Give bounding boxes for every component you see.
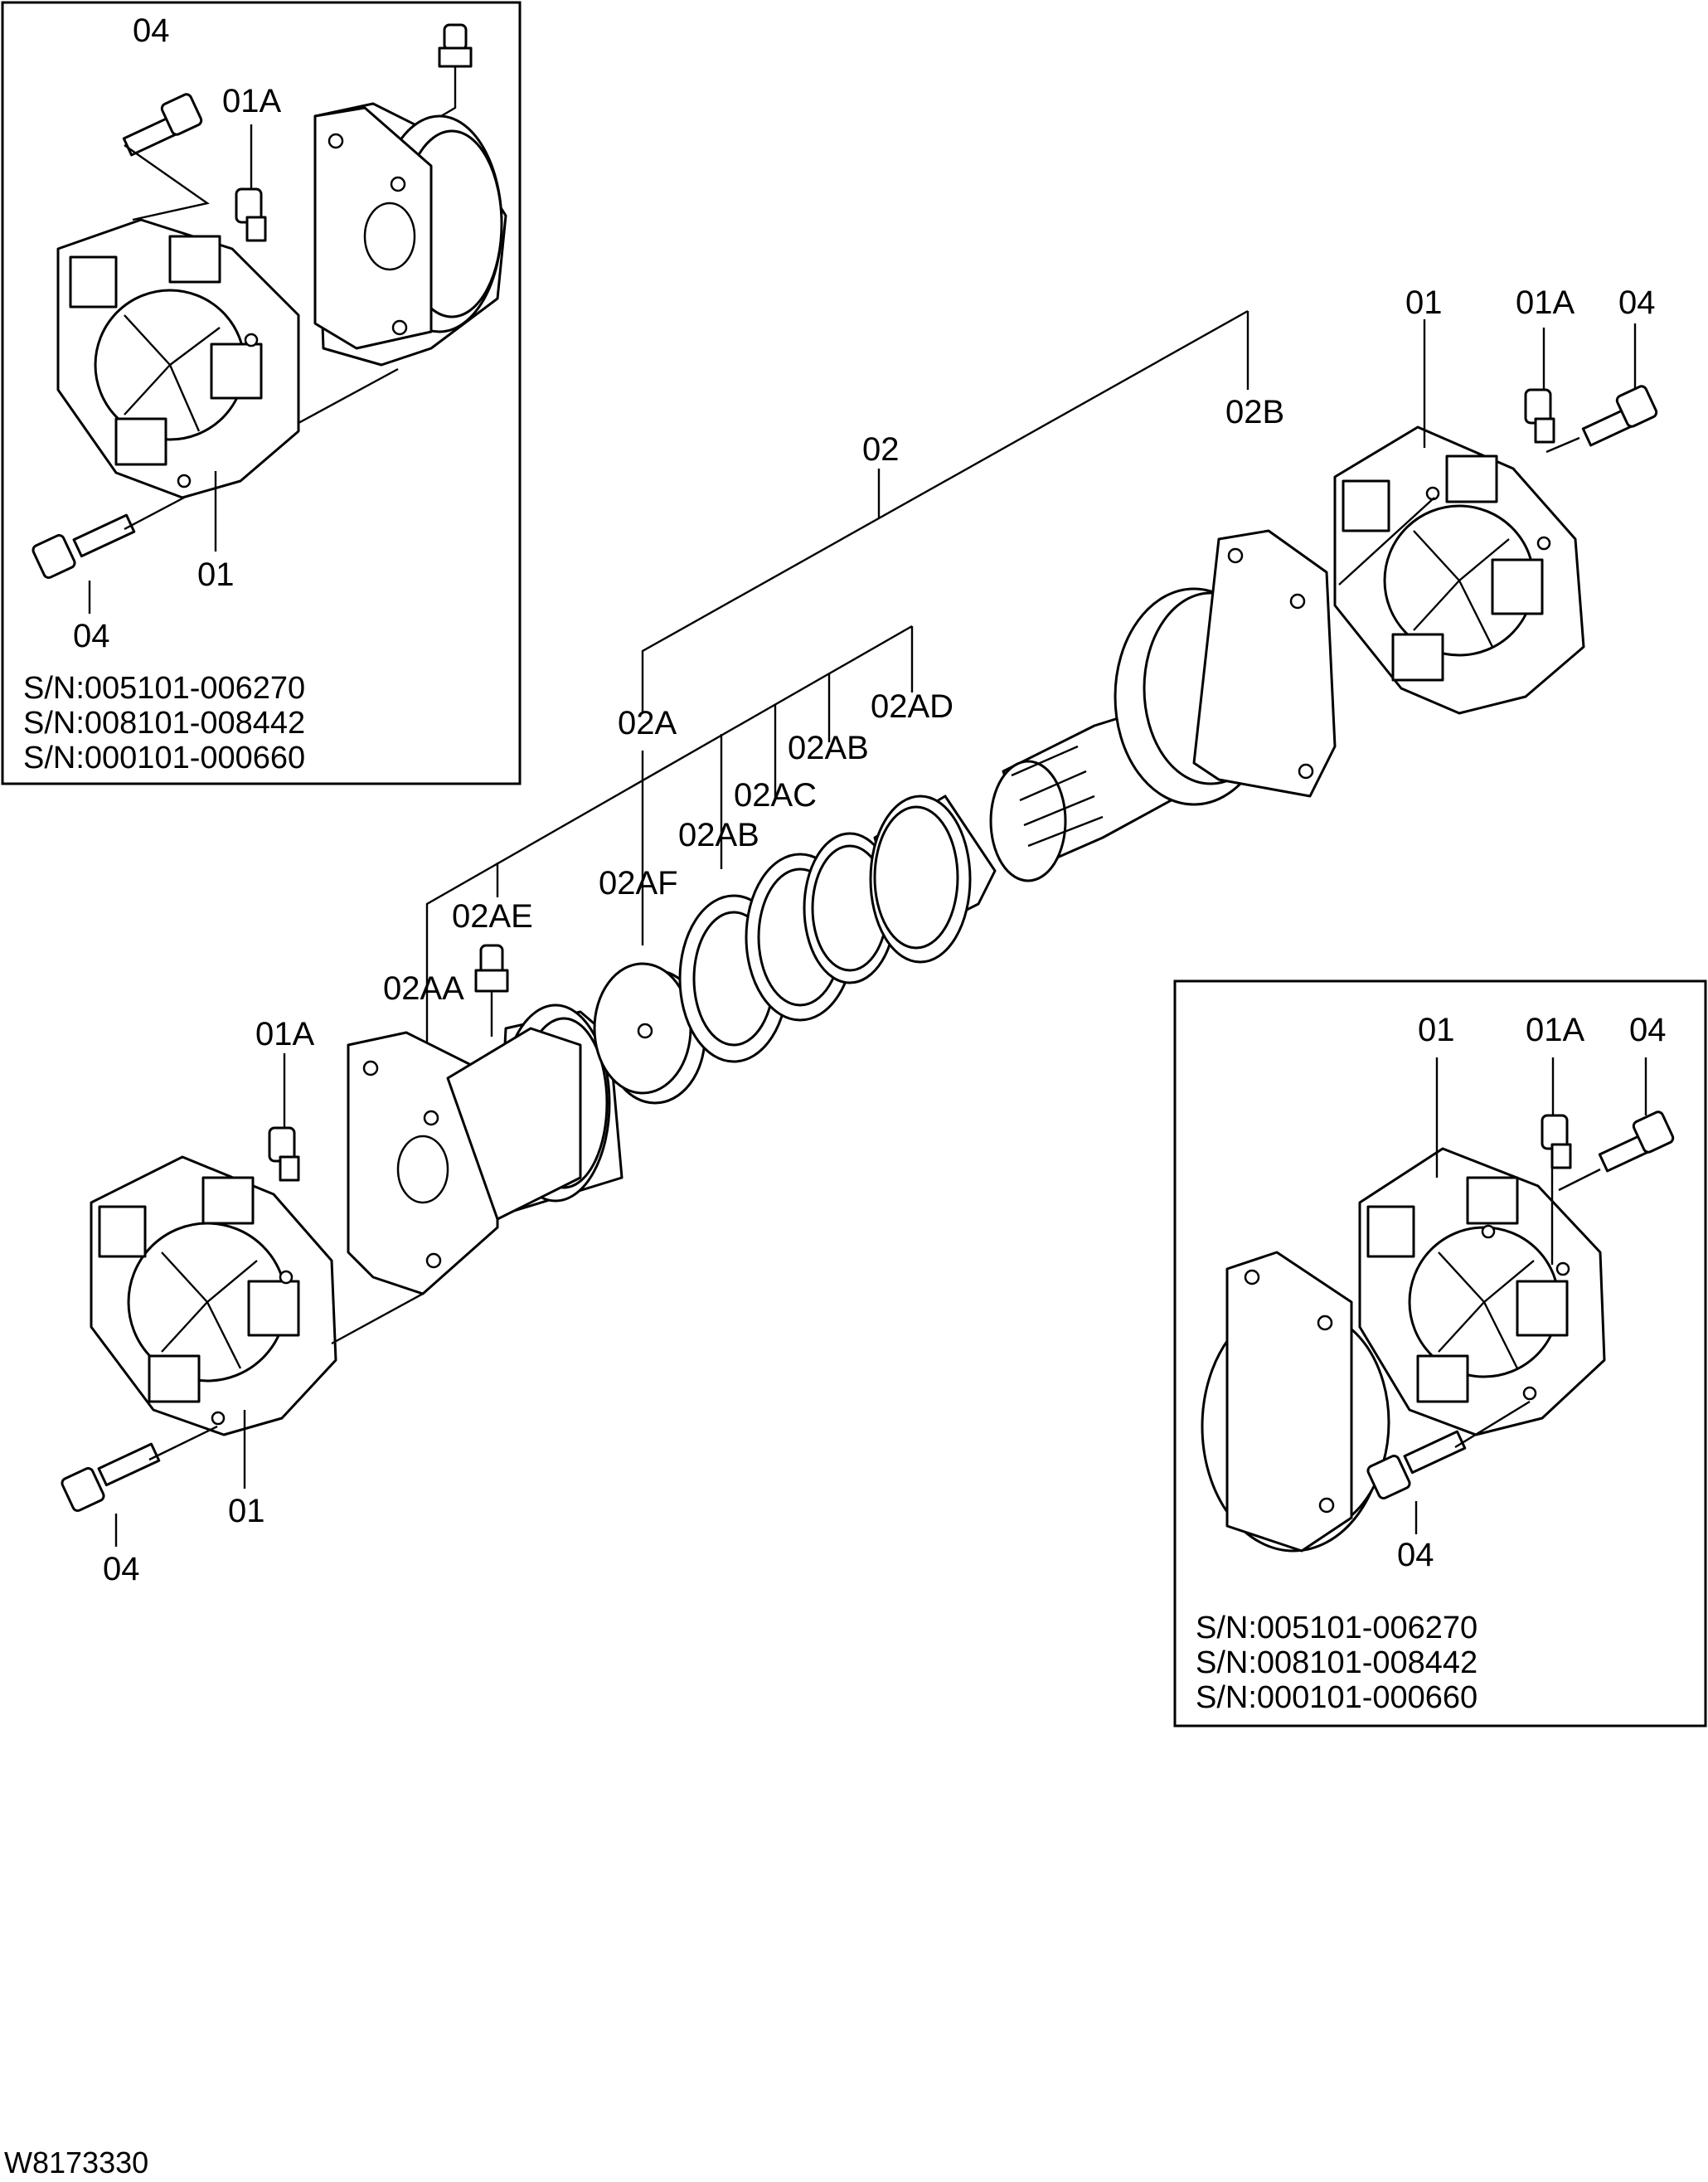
label-04-left: 04 [103, 1551, 140, 1587]
serial-number-3: S/N:000101-000660 [23, 741, 305, 775]
label-04-top: 04 [1629, 1012, 1667, 1048]
grease-fitting-icon [438, 23, 473, 68]
splined-shaft-02B-icon [989, 529, 1337, 882]
label-02AC: 02AC [734, 777, 817, 814]
elbow-fitting-icon [1524, 388, 1555, 444]
label-02AF: 02AF [599, 865, 678, 901]
drawing-number: W8173330 [4, 2146, 148, 2180]
coupling-left-icon [90, 1155, 337, 1436]
inset-bottom-right-frame [1173, 979, 1707, 1728]
serial-number-2: S/N:008101-008442 [1196, 1645, 1478, 1680]
inset-top-left-frame [1, 1, 522, 785]
label-04-right: 04 [1618, 284, 1656, 321]
coupling-body-icon [56, 218, 300, 499]
label-02AB-upper: 02AB [788, 730, 869, 766]
disc-02AF-icon [593, 962, 706, 1105]
grease-fitting-icon [474, 944, 509, 993]
main-exploded-view: 02 02B 02A 02AD 02AB 02AC 02AB 02AF 02AE… [61, 284, 1658, 1587]
inset-bottom-right: 01 01A 04 04 S/N:005101-006270 S/N:00810… [1173, 979, 1707, 1728]
coupling-right-icon [1333, 425, 1585, 715]
label-04-bottom: 04 [1397, 1537, 1434, 1573]
label-01A-right: 01A [1516, 284, 1575, 321]
bolt-icon [32, 513, 136, 580]
bolt-icon [1581, 385, 1658, 447]
label-04-bottom: 04 [73, 618, 110, 654]
bushing-02AD-icon [869, 795, 997, 964]
label-01: 01 [1418, 1012, 1455, 1048]
leader-02A [425, 624, 914, 1052]
label-01: 01 [197, 556, 235, 593]
label-02AA: 02AA [383, 970, 464, 1007]
bolt-icon [1366, 1430, 1467, 1500]
bolt-icon [61, 1442, 161, 1513]
label-02AE: 02AE [452, 898, 533, 935]
label-02B: 02B [1225, 394, 1284, 430]
label-02AD: 02AD [871, 688, 953, 725]
inset-top-left: 04 01A 01 04 S/N:005101-006270 S/N:00810… [1, 1, 522, 785]
label-01A: 01A [1526, 1012, 1584, 1048]
label-01A-left: 01A [255, 1016, 314, 1052]
bolt-icon [122, 93, 203, 157]
label-01A: 01A [222, 83, 281, 119]
elbow-fitting-icon [235, 187, 267, 242]
label-01-left: 01 [228, 1493, 265, 1529]
bolt-icon [1598, 1110, 1675, 1173]
flange-yoke-icon [1201, 1251, 1390, 1553]
coupling-body-icon [1358, 1147, 1606, 1436]
label-04-top: 04 [133, 12, 170, 49]
elbow-fitting-icon [1541, 1114, 1572, 1169]
serial-number-2: S/N:008101-008442 [23, 706, 305, 741]
flange-yoke-icon [313, 102, 507, 367]
label-01-right: 01 [1405, 284, 1443, 321]
label-02: 02 [862, 431, 900, 468]
leader-02 [641, 309, 1249, 713]
serial-number-1: S/N:005101-006270 [1196, 1611, 1478, 1645]
label-02A: 02A [618, 705, 677, 741]
label-02AB-lower: 02AB [678, 817, 759, 853]
serial-number-1: S/N:005101-006270 [23, 671, 305, 706]
serial-number-3: S/N:000101-000660 [1196, 1680, 1478, 1715]
flange-hub-left-icon [347, 1004, 624, 1295]
elbow-fitting-icon [268, 1126, 300, 1182]
